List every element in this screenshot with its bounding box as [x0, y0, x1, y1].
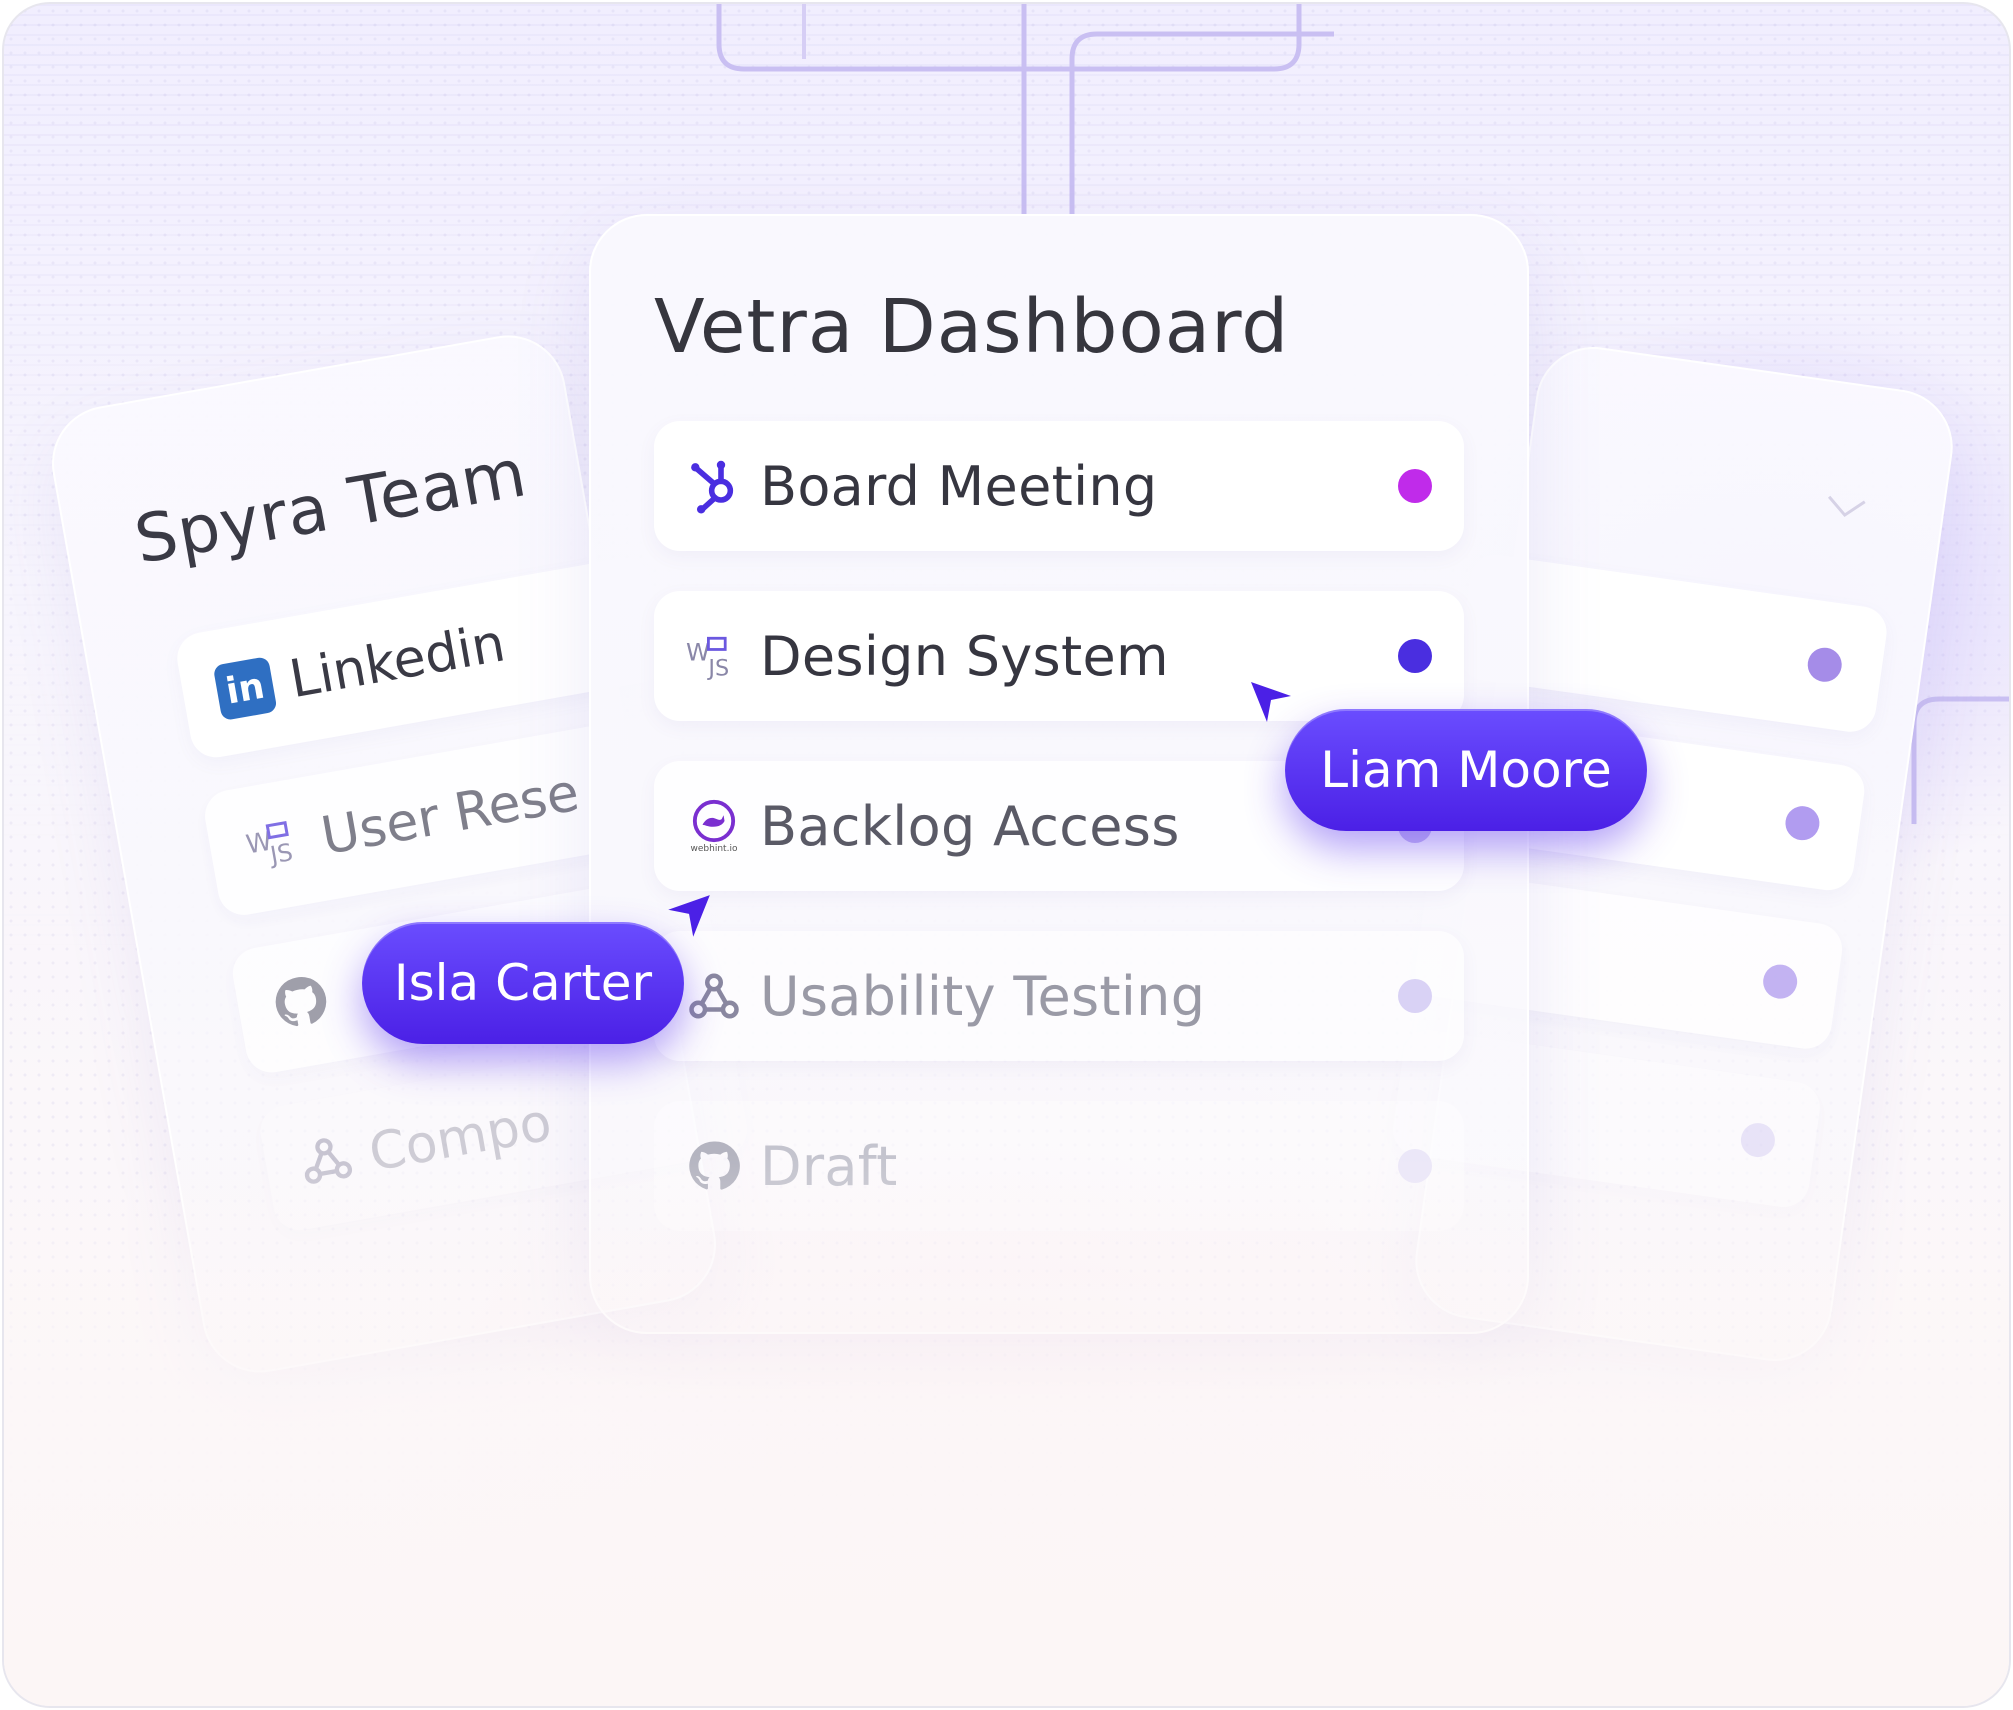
webhint-icon: webhint.io: [686, 798, 742, 854]
chevron-down-icon[interactable]: [1821, 490, 1869, 530]
linkedin-icon: in: [212, 656, 278, 722]
webhint-caption: webhint.io: [690, 844, 738, 854]
list-item-usability-testing[interactable]: Usability Testing: [654, 931, 1464, 1061]
card-title: Spyra Team: [129, 434, 533, 579]
collaborator-tag-isla-carter: Isla Carter: [362, 922, 684, 1044]
card-title: Vetra Dashboard: [654, 284, 1290, 370]
list-item-label: User Rese: [316, 762, 584, 868]
collaborator-tag-liam-moore: Liam Moore: [1285, 709, 1647, 831]
right-panel-card: [1389, 339, 1961, 1369]
list-item-label: Usability Testing: [760, 964, 1206, 1028]
status-dot: [1760, 962, 1800, 1001]
status-dot: [1398, 469, 1432, 503]
status-dot: [1783, 803, 1822, 843]
github-icon: [268, 969, 334, 1038]
status-dot: [1398, 979, 1432, 1013]
status-dot: [1398, 639, 1432, 673]
list-item-label: Linkedin: [285, 613, 510, 711]
svg-text:JS: JS: [266, 838, 295, 870]
webhooks-icon: [686, 968, 742, 1024]
bottom-fade: [4, 1154, 2009, 1706]
cursor-pointer-icon: [1251, 682, 1291, 722]
list-item-label: Board Meeting: [760, 454, 1158, 518]
list-item-github[interactable]: [228, 869, 724, 1077]
cursor-pointer-icon: [668, 895, 710, 937]
status-dot: [1805, 645, 1844, 684]
svg-text:JS: JS: [706, 656, 729, 681]
hubspot-icon: [686, 458, 742, 514]
svg-text:W: W: [686, 638, 710, 667]
list-item-board-meeting[interactable]: Board Meeting: [654, 421, 1464, 551]
list-item-label: Design System: [760, 624, 1169, 688]
list-item-label: Backlog Access: [760, 794, 1180, 858]
